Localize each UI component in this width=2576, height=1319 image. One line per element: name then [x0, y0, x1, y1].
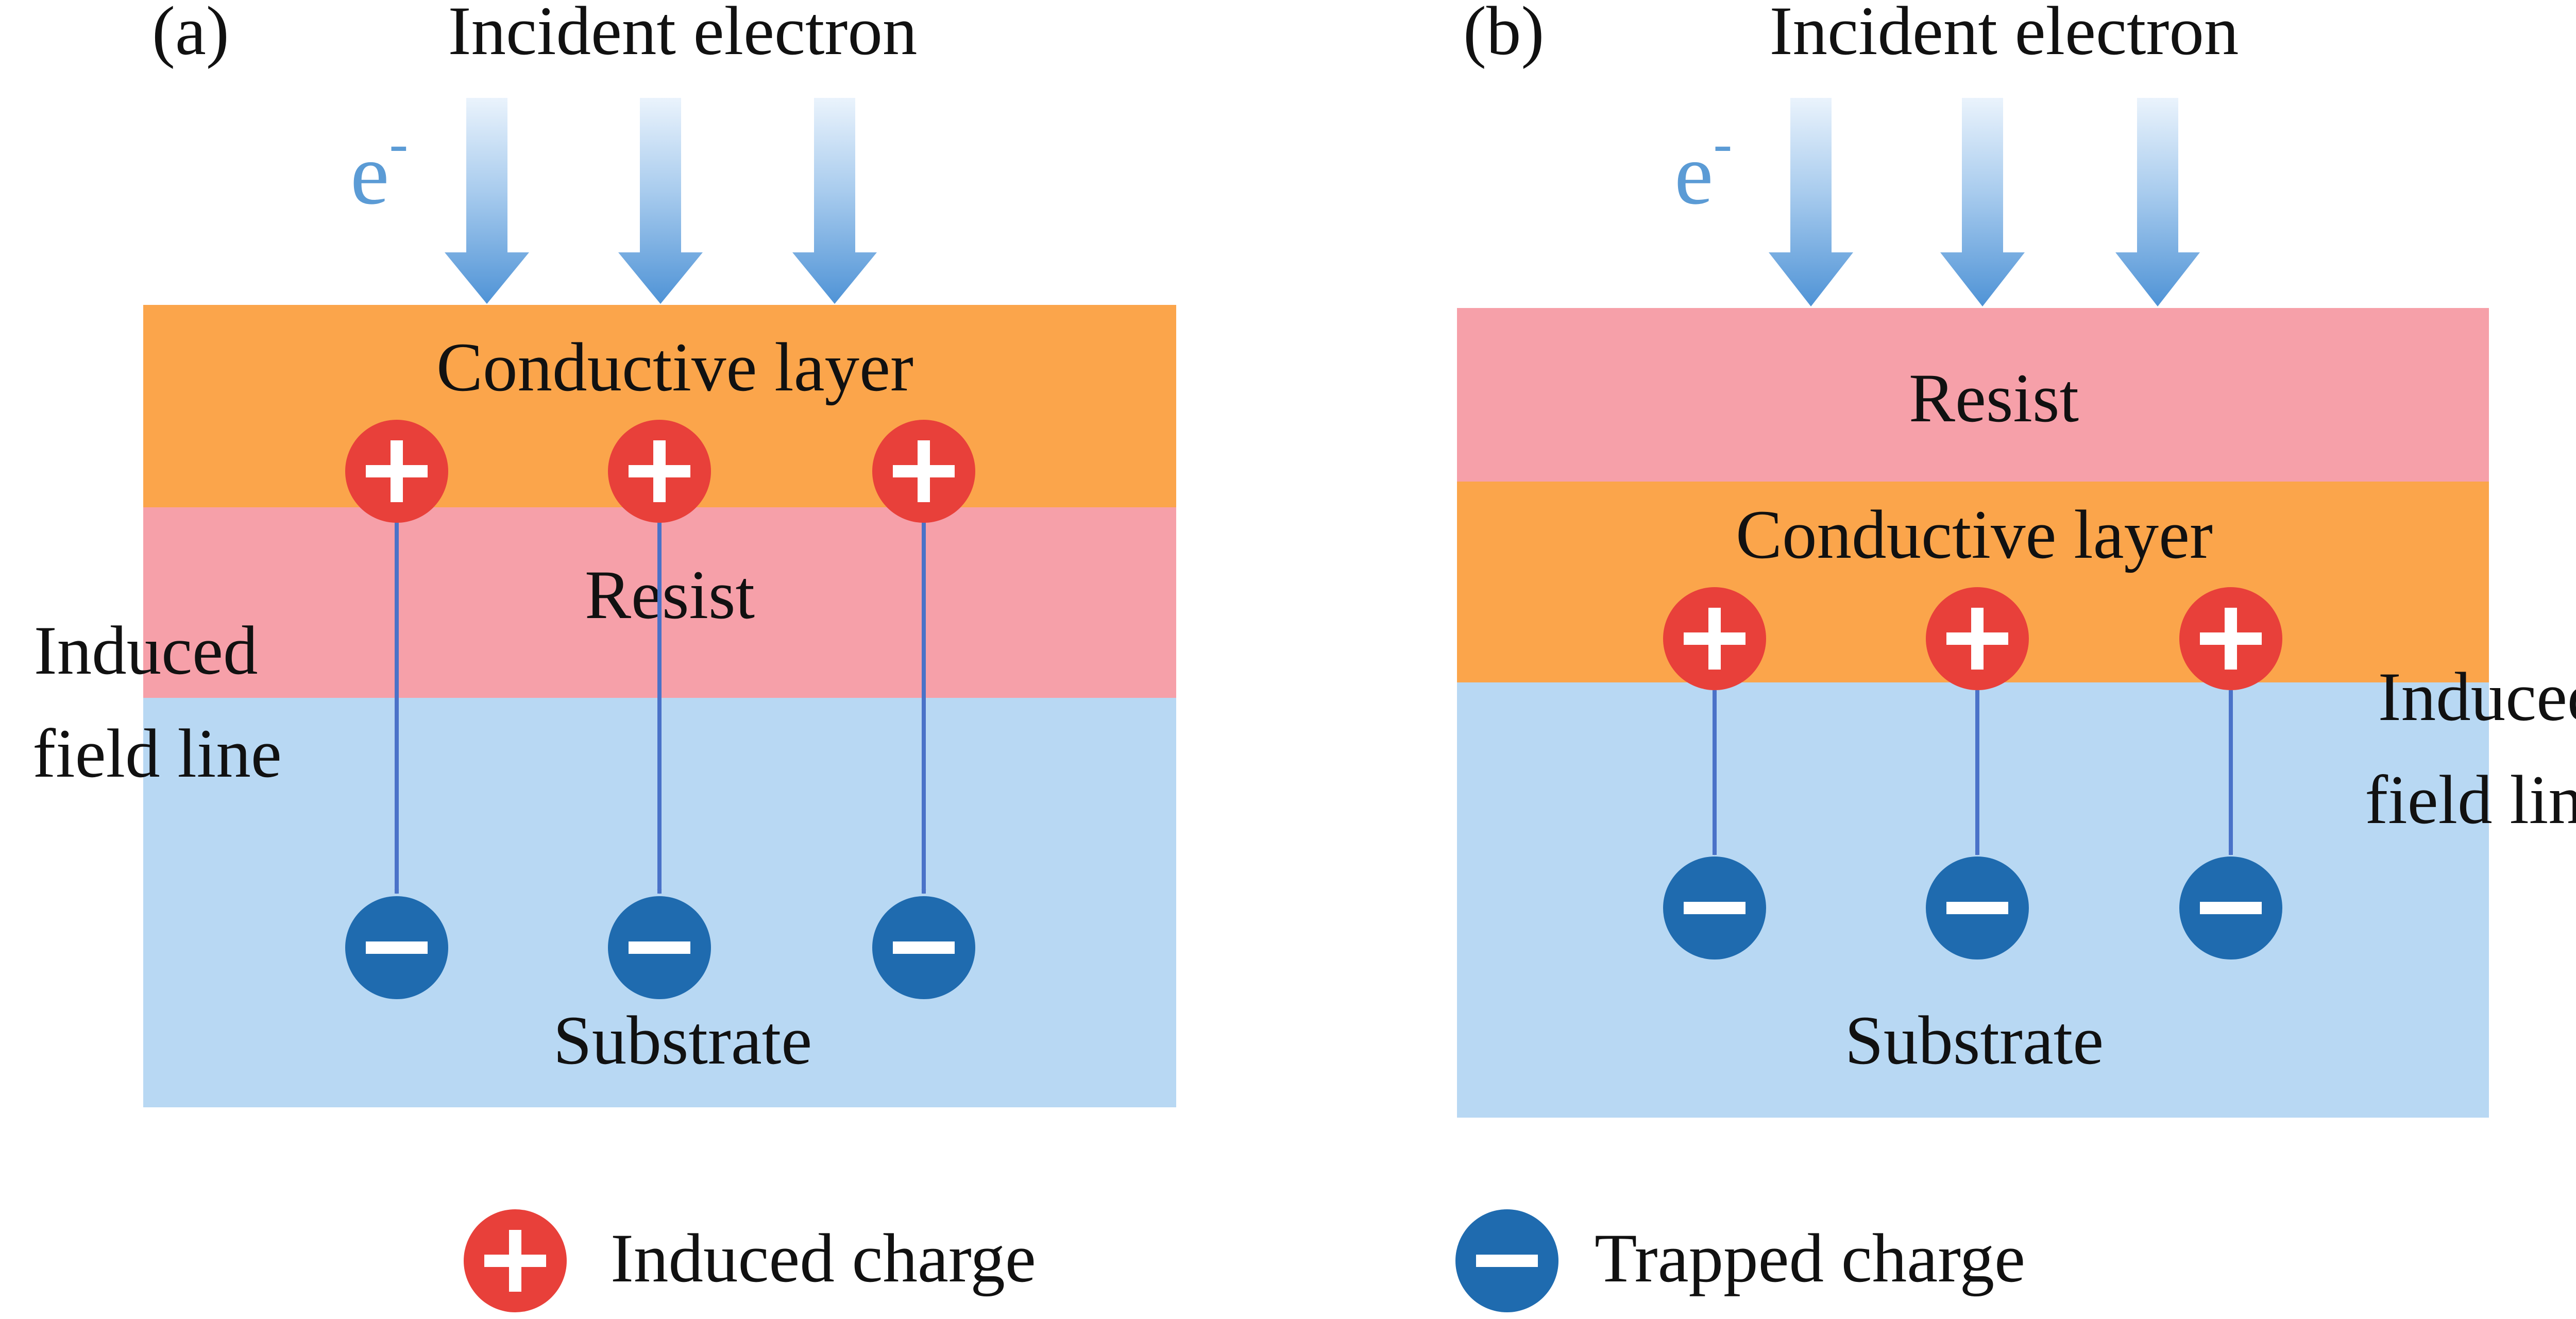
panel-b-induced-charge-2 [1926, 587, 2029, 690]
panel-a-trapped-charge-2 [608, 896, 711, 999]
panel-b-resist-layer [1457, 308, 2489, 482]
panel-b-label: (b) [1463, 0, 1544, 70]
panel-a: (a) Incident electron e- Conductive laye… [32, 0, 1176, 1107]
panel-a-field-label-line2: field line [32, 715, 282, 792]
panel-b-middle-layer-label: Conductive layer [1736, 496, 2213, 573]
panel-a-incident-arrow-2 [618, 98, 703, 304]
panel-a-trapped-charge-3 [872, 896, 975, 999]
legend-induced-charge-label: Induced charge [611, 1220, 1036, 1297]
panel-a-field-label: Induced field line [32, 612, 282, 792]
panel-b-electron-superscript: - [1713, 112, 1732, 175]
panel-a-bottom-layer-label: Substrate [553, 1002, 812, 1079]
legend: Induced charge Trapped charge [464, 1209, 2025, 1312]
panel-b-trapped-charge-1 [1663, 857, 1766, 960]
panel-b-incident-title: Incident electron [1770, 0, 2239, 70]
panel-a-label: (a) [152, 0, 229, 70]
panel-a-middle-layer-label: Resist [585, 557, 755, 633]
legend-trapped-charge-icon [1455, 1209, 1558, 1312]
panel-a-trapped-charge-1 [345, 896, 448, 999]
legend-trapped-charge-label: Trapped charge [1595, 1220, 2025, 1297]
panel-a-induced-charge-2 [608, 420, 711, 523]
panel-b-incident-arrow-3 [2115, 98, 2200, 306]
panel-b-induced-charge-1 [1663, 587, 1766, 690]
panel-b-incident-arrow-2 [1940, 98, 2025, 306]
panel-a-top-layer-label: Conductive layer [436, 329, 913, 406]
panel-a-incident-arrow-1 [445, 98, 529, 304]
panel-a-electron-symbol: e [350, 126, 389, 222]
panel-a-incident-arrow-3 [792, 98, 877, 304]
panel-a-field-label-line1: Induced [34, 612, 258, 689]
panel-a-electron-label: e- [350, 112, 408, 222]
panel-b-electron-symbol: e [1674, 126, 1713, 222]
panel-a-incident-title: Incident electron [448, 0, 918, 70]
panel-b-electron-label: e- [1674, 112, 1732, 222]
panel-b-trapped-charge-2 [1926, 857, 2029, 960]
panel-b-field-label: Induced field line [2365, 659, 2576, 838]
panel-b-bottom-layer-label: Substrate [1845, 1002, 2104, 1079]
panel-b-trapped-charge-3 [2179, 857, 2282, 960]
panel-b-incident-arrow-1 [1769, 98, 1853, 306]
panel-b: (b) Incident electron e- Resist Conducti… [1457, 0, 2576, 1118]
panel-a-induced-charge-3 [872, 420, 975, 523]
panel-b-field-label-line1: Induced [2378, 659, 2576, 735]
panel-a-induced-charge-1 [345, 420, 448, 523]
panel-a-electron-superscript: - [389, 112, 408, 175]
panel-b-induced-charge-3 [2179, 587, 2282, 690]
panel-b-field-label-line2: field line [2365, 762, 2576, 838]
legend-induced-charge-icon [464, 1209, 567, 1312]
panel-b-top-layer-label: Resist [1909, 360, 2079, 437]
